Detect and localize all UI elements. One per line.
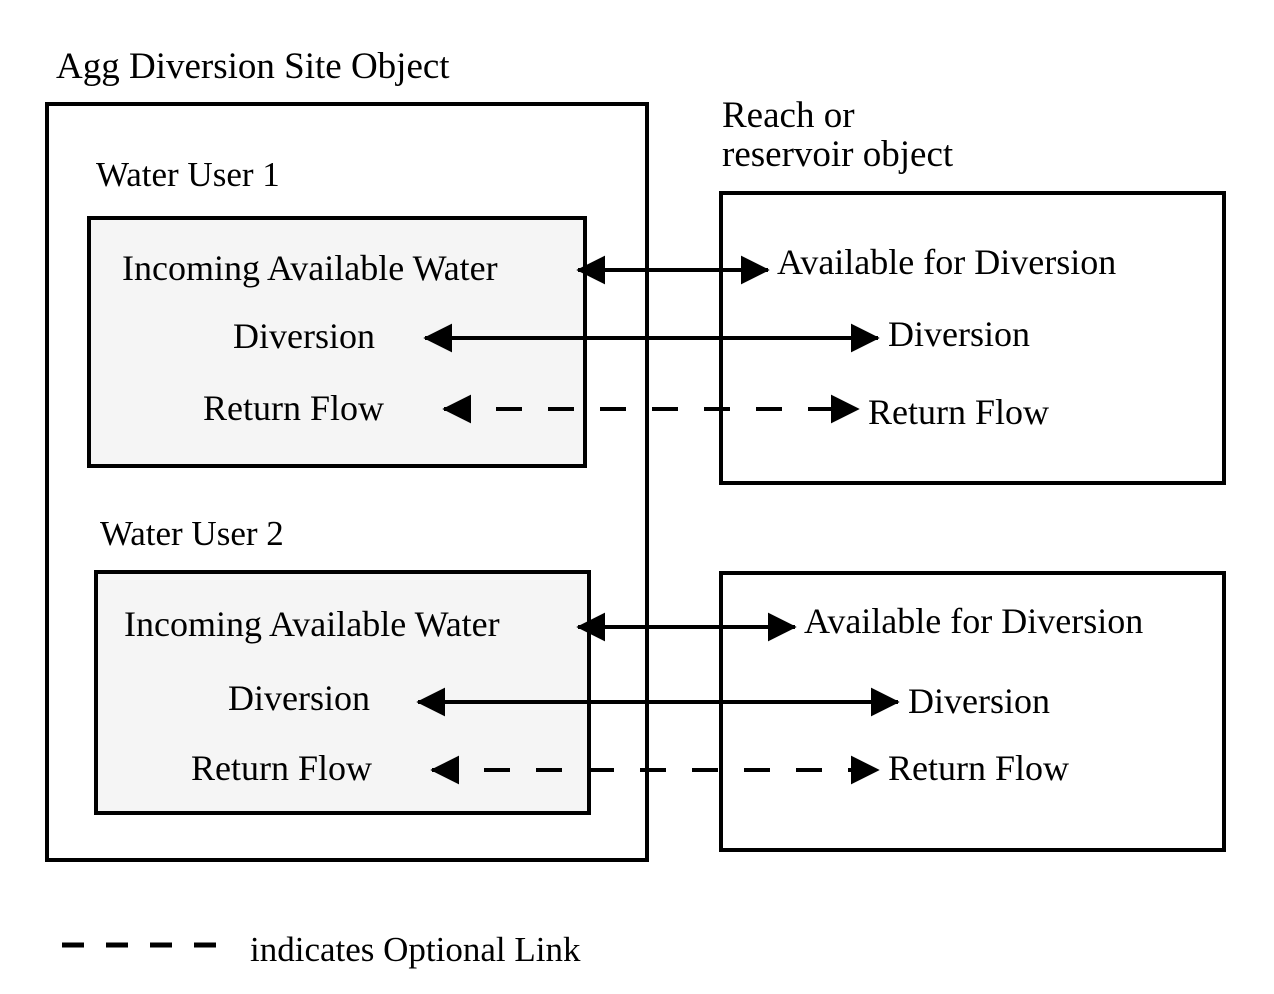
reach-box-2-item-diversion: Diversion <box>908 681 1050 721</box>
water-user-2-item-return-flow: Return Flow <box>191 748 373 788</box>
water-user-1-item-incoming-available-water: Incoming Available Water <box>122 248 498 288</box>
water-user-1-label: Water User 1 <box>96 155 280 194</box>
water-user-2-item-diversion: Diversion <box>228 678 370 718</box>
reach-box-2-item-return-flow: Return Flow <box>888 748 1070 788</box>
reach-box-1-item-diversion: Diversion <box>888 314 1030 354</box>
reach-or-reservoir-object-label-line2: reservoir object <box>722 134 954 175</box>
reach-box-1-item-return-flow: Return Flow <box>868 392 1050 432</box>
reach-box-1-item-available-for-diversion: Available for Diversion <box>777 242 1117 282</box>
agg-diversion-site-object-title: Agg Diversion Site Object <box>56 46 450 87</box>
water-user-1-item-return-flow: Return Flow <box>203 388 385 428</box>
reach-box-2-item-available-for-diversion: Available for Diversion <box>804 601 1144 641</box>
reach-or-reservoir-object-label-line1: Reach or <box>722 95 855 136</box>
water-user-2-item-incoming-available-water: Incoming Available Water <box>124 604 500 644</box>
legend-text: indicates Optional Link <box>250 930 581 969</box>
water-user-1-item-diversion: Diversion <box>233 316 375 356</box>
water-user-2-label: Water User 2 <box>100 514 284 553</box>
agg-diversion-site-object-box <box>45 102 649 862</box>
